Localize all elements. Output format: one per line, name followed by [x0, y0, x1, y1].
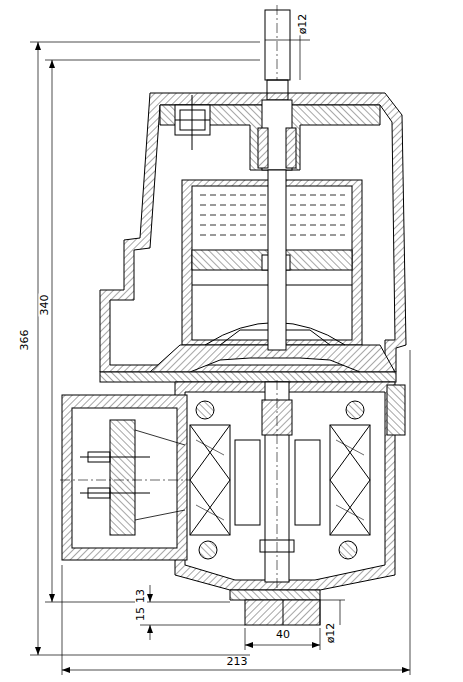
dimension-label: 366 — [18, 329, 30, 352]
dimension-label: ø12 — [325, 622, 337, 645]
dimension-label: 13 — [135, 588, 147, 604]
dimension-label: 213 — [226, 656, 249, 668]
dimension-label: ø12 — [297, 13, 309, 36]
dimension-label: 340 — [38, 294, 50, 317]
dimension-label: 15 — [135, 606, 147, 622]
dimension-label: 40 — [275, 629, 291, 641]
